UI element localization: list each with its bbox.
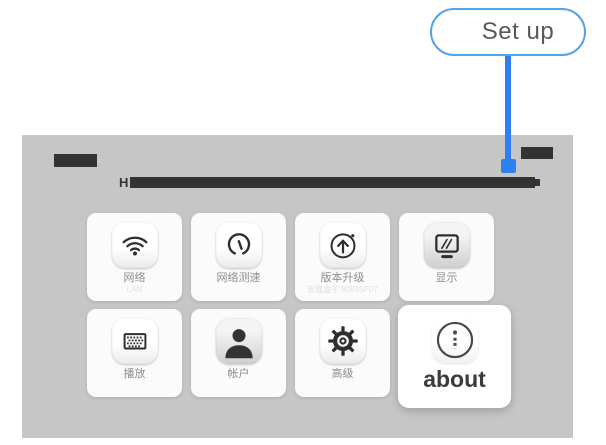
- gauge-icon: [215, 222, 262, 268]
- tile-playback[interactable]: 播放: [87, 309, 182, 397]
- redacted-title-bar: H: [119, 175, 541, 190]
- tile-about[interactable]: about: [398, 305, 511, 408]
- redacted-title-bar-notch: [535, 179, 541, 186]
- redacted-title-text-bar: [130, 177, 536, 188]
- redacted-logo-block: [54, 154, 97, 167]
- tile-sublabel: 安播盒子 80945P07: [307, 285, 378, 294]
- monitor-icon: [423, 222, 470, 268]
- tile-display[interactable]: 显示: [399, 213, 494, 301]
- tile-speedtest[interactable]: 网络测速: [191, 213, 286, 301]
- settings-screen-panel: H 网络 LAN 网络: [22, 135, 573, 438]
- title-prefix-letter: H: [119, 175, 129, 190]
- tile-sublabel: LAN: [126, 285, 143, 294]
- user-icon: [215, 318, 262, 364]
- upgrade-arrow-icon: [319, 222, 366, 268]
- tile-label: 播放: [123, 368, 146, 380]
- tile-label: 网络测速: [216, 272, 261, 284]
- tile-advanced[interactable]: 高级: [295, 309, 390, 397]
- tile-label: 高级: [331, 368, 354, 380]
- tile-label: 网络: [123, 272, 146, 284]
- setup-callout-bubble: Set up: [430, 8, 586, 56]
- tile-label: 版本升级: [320, 272, 365, 284]
- gear-icon: [319, 318, 366, 364]
- tile-label: 显示: [435, 272, 458, 284]
- info-icon: [431, 317, 478, 363]
- tile-label: 帐户: [227, 368, 250, 380]
- callout-connector-endpoint: [501, 159, 516, 173]
- tile-label: about: [423, 366, 486, 392]
- setup-callout-label: Set up: [481, 18, 555, 45]
- tile-account[interactable]: 帐户: [191, 309, 286, 397]
- tile-upgrade[interactable]: 版本升级 安播盒子 80945P07: [295, 213, 390, 301]
- redacted-status-block: [521, 147, 553, 159]
- callout-connector-line: [505, 56, 511, 161]
- tile-network[interactable]: 网络 LAN: [87, 213, 182, 301]
- wifi-icon: [111, 222, 158, 268]
- dot-matrix-icon: [111, 318, 158, 364]
